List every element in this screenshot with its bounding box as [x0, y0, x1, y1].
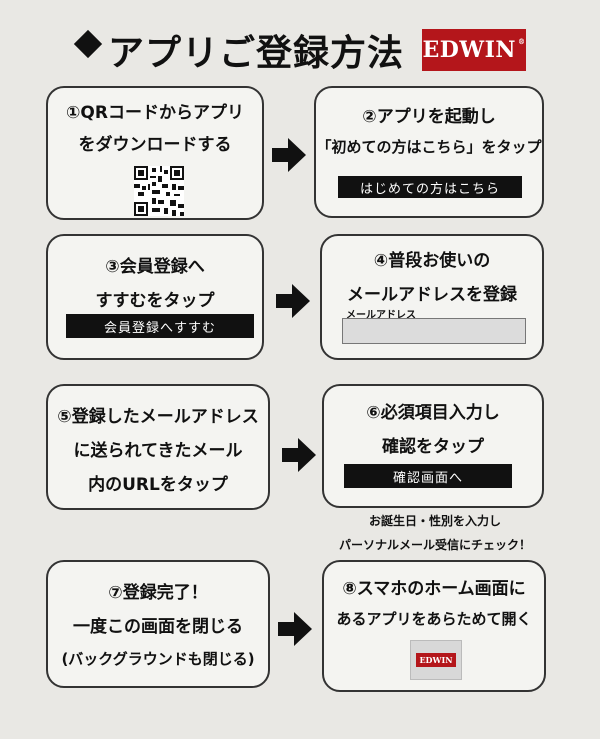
header: アプリご登録方法 EDWIN®: [0, 0, 600, 80]
confirm-screen-button[interactable]: 確認画面へ: [344, 464, 512, 488]
step-2-line-1: ②アプリを起動し: [362, 107, 496, 127]
logo-text: EDWIN: [422, 37, 516, 63]
step-2-card: ②アプリを起動し 「初めての方はこちら」をタップ はじめての方はこちら: [314, 86, 544, 218]
email-field-label: メールアドレス: [346, 310, 416, 321]
edwin-app-icon[interactable]: EDWIN: [410, 640, 462, 680]
arrow-right-icon: [276, 284, 310, 318]
step-6-line-1: ⑥必須項目入力し: [366, 403, 500, 423]
step-6-card: ⑥必須項目入力し 確認をタップ 確認画面へ: [322, 384, 544, 508]
step-4-line-1: ④普段お使いの: [373, 251, 491, 271]
step-5-line-3: 内のURLをタップ: [88, 475, 228, 495]
arrow-right-icon: [282, 438, 316, 472]
arrow-right-icon: [278, 612, 312, 646]
app-icon-label: EDWIN: [416, 653, 456, 667]
qr-code-icon: [134, 166, 184, 216]
step-1-line-1: ①QRコードからアプリ: [66, 103, 244, 123]
step-7-card: ⑦登録完了！ 一度この画面を閉じる (バックグラウンドも閉じる): [46, 560, 270, 688]
page-title: アプリご登録方法: [108, 33, 405, 74]
step-2-line-2: 「初めての方はこちら」をタップ: [316, 138, 542, 156]
step-8-line-1: ⑧スマホのホーム画面に: [342, 579, 526, 599]
step-5-card: ⑤登録したメールアドレス に送られてきたメール 内のURLをタップ: [46, 384, 270, 510]
step-6-line-2: 確認をタップ: [382, 437, 484, 457]
step-3-line-1: ③会員登録へ: [105, 257, 205, 277]
step-1-card: ①QRコードからアプリ をダウンロードする: [46, 86, 264, 220]
step-3-card: ③会員登録へ すすむをタップ 会員登録へすすむ: [46, 234, 264, 360]
arrow-right-icon: [272, 138, 306, 172]
first-time-button[interactable]: はじめての方はこちら: [338, 176, 522, 198]
edwin-logo: EDWIN®: [422, 29, 526, 71]
step-7-line-1: ⑦登録完了！: [108, 583, 208, 603]
step-1-line-2: をダウンロードする: [78, 135, 232, 155]
step-8-line-2: あるアプリをあらためて開く: [336, 610, 532, 628]
diamond-icon: [73, 29, 103, 59]
email-field[interactable]: [342, 318, 526, 344]
step-3-line-2: すすむをタップ: [95, 291, 215, 311]
register-proceed-button[interactable]: 会員登録へすすむ: [66, 314, 254, 338]
step-8-card: ⑧スマホのホーム画面に あるアプリをあらためて開く EDWIN: [322, 560, 546, 692]
step-5-line-2: に送られてきたメール: [73, 441, 243, 461]
note-line-2: パーソナルメール受信にチェック！: [338, 538, 531, 552]
note-line-1: お誕生日・性別を入力し: [368, 514, 501, 528]
step-7-line-2: 一度この画面を閉じる: [73, 617, 243, 637]
step-4-line-2: メールアドレスを登録: [347, 285, 517, 305]
step-5-line-1: ⑤登録したメールアドレス: [57, 407, 259, 427]
step-4-card: ④普段お使いの メールアドレスを登録 メールアドレス: [320, 234, 544, 360]
step-7-line-3: (バックグラウンドも閉じる): [61, 650, 255, 668]
